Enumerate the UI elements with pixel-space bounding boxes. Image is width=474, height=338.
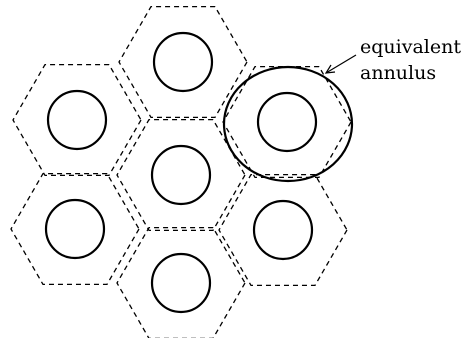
hex-cell-upper-left xyxy=(12,63,142,177)
fuel-rods xyxy=(44,31,318,314)
hex-cell-top xyxy=(118,5,248,119)
rod-circle-upper-left xyxy=(46,89,108,151)
annotation-leader-line xyxy=(325,54,357,74)
rod-circle-lower-right xyxy=(252,199,314,261)
equivalent-annulus-circle xyxy=(222,65,354,183)
rod-circle-center xyxy=(150,144,212,206)
hex-cell-lower-left xyxy=(10,172,140,286)
annotation-label-line2: annulus xyxy=(360,62,436,84)
annotation-label-line1: equivalent xyxy=(360,36,461,58)
hexagonal-cells xyxy=(10,5,352,338)
annotation-pointer xyxy=(324,54,357,74)
rod-circle-upper-right xyxy=(256,91,318,153)
rod-circle-lower-left xyxy=(44,198,106,260)
annotation-arrowhead xyxy=(324,64,336,74)
rod-circle-top xyxy=(152,31,214,93)
hex-cell-center xyxy=(116,118,246,232)
hex-cell-lower-right xyxy=(218,173,348,287)
rod-circle-bottom xyxy=(150,252,212,314)
hex-cell-bottom xyxy=(116,226,246,338)
